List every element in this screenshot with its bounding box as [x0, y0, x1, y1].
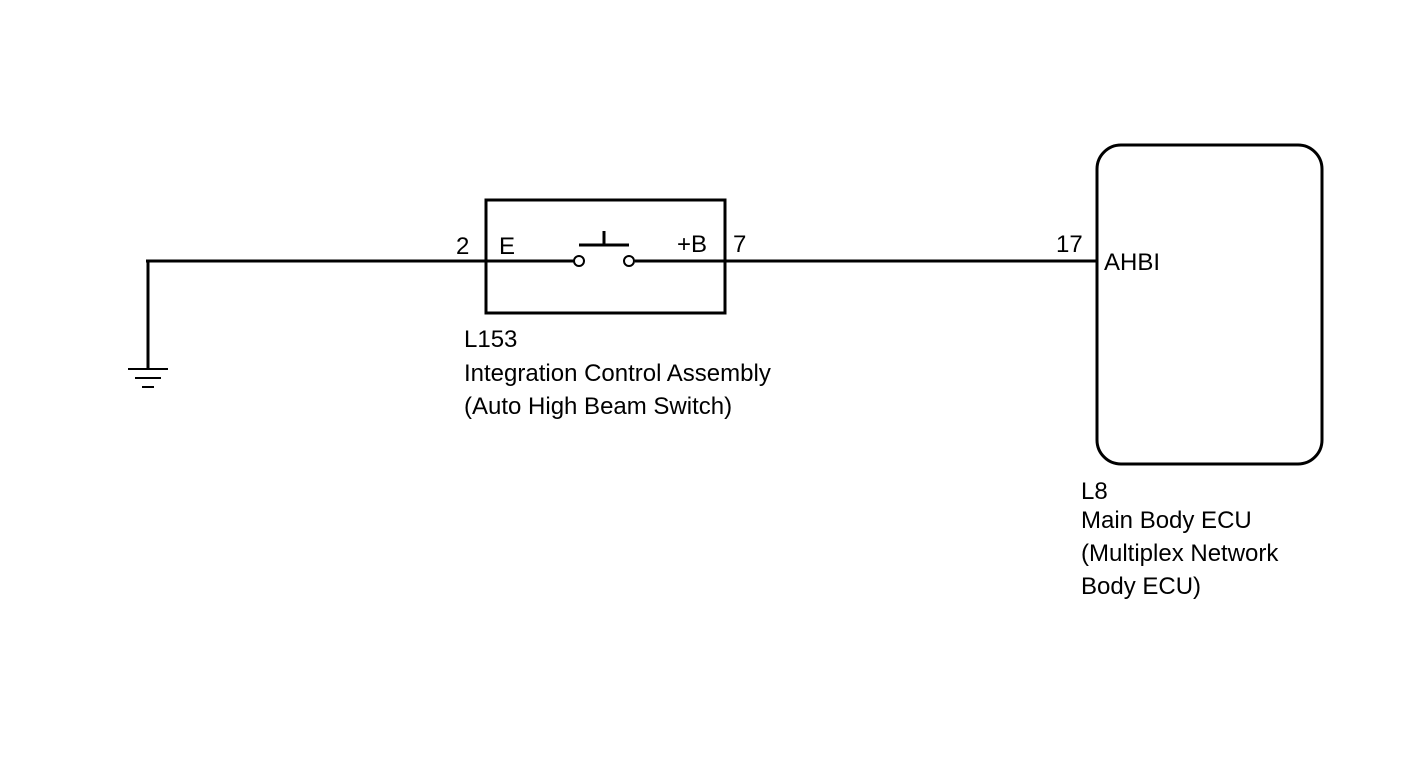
- ecu-name-line2: (Multiplex Network: [1081, 540, 1279, 567]
- ecu-pin-label: AHBI: [1104, 249, 1160, 276]
- push-switch-icon: [573, 231, 635, 267]
- ecu-pin-number: 17: [1056, 231, 1083, 258]
- ecu-component-box: [1095, 143, 1324, 466]
- ground-icon: [128, 260, 168, 388]
- ecu-name-line1: Main Body ECU: [1081, 507, 1252, 534]
- ecu-name-line3: Body ECU): [1081, 573, 1201, 600]
- ecu-connector-label: L8: [1081, 478, 1108, 505]
- switch-name-line2: (Auto High Beam Switch): [464, 393, 732, 420]
- switch-component-box: [484, 198, 727, 315]
- switch-pin-right-label: +B: [677, 231, 707, 258]
- switch-pin-left-label: E: [499, 233, 515, 260]
- switch-pin-left-number: 2: [456, 233, 469, 260]
- switch-connector-label: L153: [464, 326, 517, 353]
- main-body-ecu: 17 AHBI L8 Main Body ECU (Multiplex Netw…: [1056, 143, 1324, 600]
- switch-name-line1: Integration Control Assembly: [464, 360, 771, 387]
- switch-pin-right-number: 7: [733, 231, 746, 258]
- integration-control-assembly: 2 E +B 7 L153 Integration Control Assemb…: [456, 198, 771, 420]
